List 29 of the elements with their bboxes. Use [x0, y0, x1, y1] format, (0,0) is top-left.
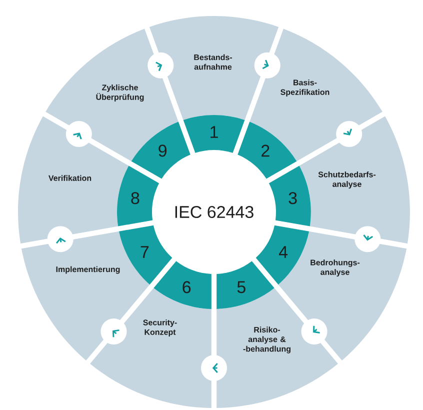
- arrow: [47, 226, 74, 252]
- arrow: [354, 226, 381, 252]
- node-label: Schutzbedarfs- analyse: [318, 171, 376, 189]
- arrow: [148, 52, 174, 78]
- arrow: [201, 355, 227, 381]
- number-segment: 7: [118, 225, 172, 285]
- sector-band: Verifikation: [18, 116, 129, 244]
- node-label: Zyklische Überprüfung: [96, 84, 144, 102]
- arrow: [336, 121, 362, 147]
- sector-band: Bestands- aufnahme: [149, 16, 279, 120]
- arrow: [66, 121, 92, 147]
- number-segment: 9: [131, 122, 190, 179]
- number-segment: 1: [183, 115, 245, 153]
- node-label: Verifikation: [48, 175, 92, 181]
- node-label: Bedrohungs- analyse: [310, 259, 360, 277]
- number-segment: 8: [117, 166, 160, 226]
- number-segment: 2: [238, 122, 297, 179]
- number-segment: 5: [216, 261, 274, 309]
- arrow: [100, 318, 127, 344]
- sector-band: Schutzbedarfs- analyse: [299, 116, 410, 244]
- arrow: [301, 318, 328, 344]
- number-segment: 4: [256, 225, 310, 285]
- node-label: Implementierung: [56, 266, 120, 274]
- arrow: [254, 52, 280, 78]
- node-label: Basis- Spezifikation: [280, 79, 330, 97]
- node-label: Bestands- aufnahme: [194, 54, 232, 70]
- hub-label: IEC 62443: [175, 206, 254, 218]
- number-segment: 6: [154, 261, 212, 309]
- number-segment: 3: [268, 166, 311, 226]
